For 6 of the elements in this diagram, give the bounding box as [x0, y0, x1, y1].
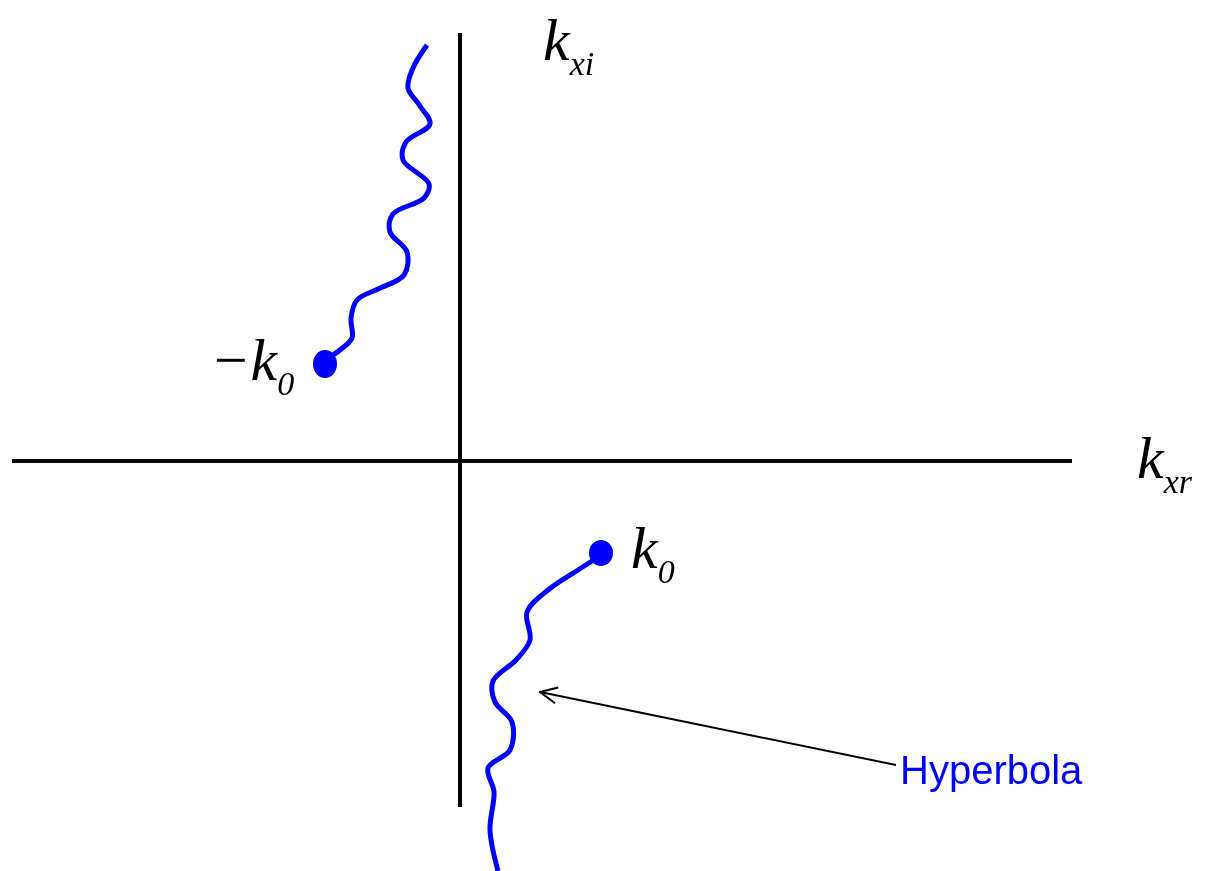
axis-label: k$_{xr}$: [1137, 428, 1192, 500]
leader-line: [539, 686, 897, 766]
axis-label: −k$_{0}$: [210, 330, 295, 402]
callout-label: Hyperbola: [900, 750, 1084, 790]
axis-label: k$_{xi}$: [543, 10, 595, 82]
axis-label: k$_{0}$: [631, 518, 675, 590]
